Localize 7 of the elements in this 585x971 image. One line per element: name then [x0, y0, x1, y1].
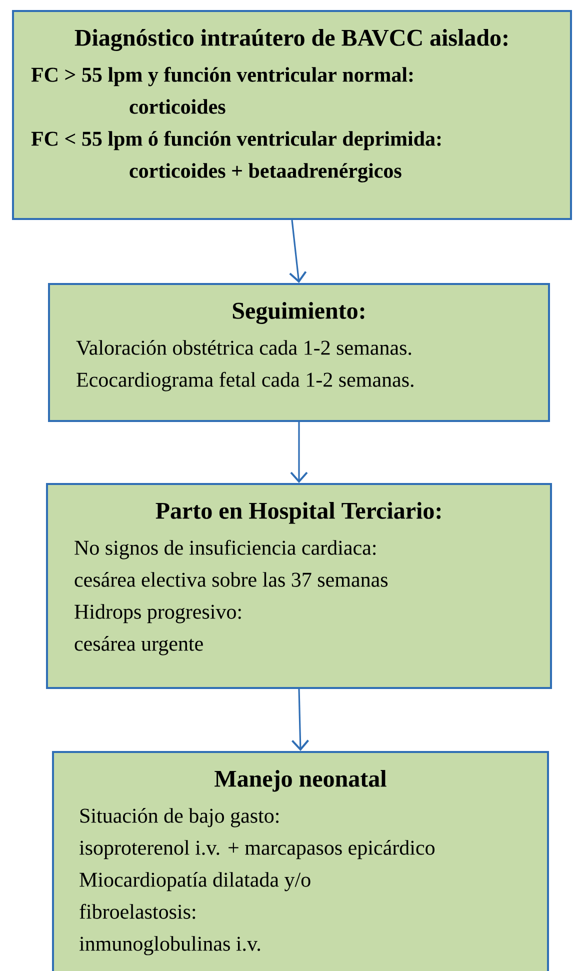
process-box: Manejo neonatal Situación de bajo gasto: isoproterenol i.v. + marcapasos epicárdico Miocardiopatía dilatada y/o fibroelastosis: inmunoglobulinas i.v.	[52, 751, 549, 971]
process-box: Parto en Hospital Terciario: No signos de insuficiencia cardiaca: cesárea electiva sobre las 37 semanas Hidrops progresivo: cesárea urgente	[46, 483, 552, 689]
process-box: Diagnóstico intraútero de BAVCC aislado: FC > 55 lpm y función ventricular normal: corticoides FC < 55 lpm ó función ventricular deprimida: corticoides + betaadrenérgicos	[12, 10, 572, 220]
arrow	[289, 220, 307, 283]
arrow	[290, 422, 308, 483]
process-box: Seguimiento: Valoración obstétrica cada 1-2 semanas. Ecocardiograma fetal cada 1-2 semanas.	[48, 283, 550, 422]
arrow	[292, 688, 309, 751]
